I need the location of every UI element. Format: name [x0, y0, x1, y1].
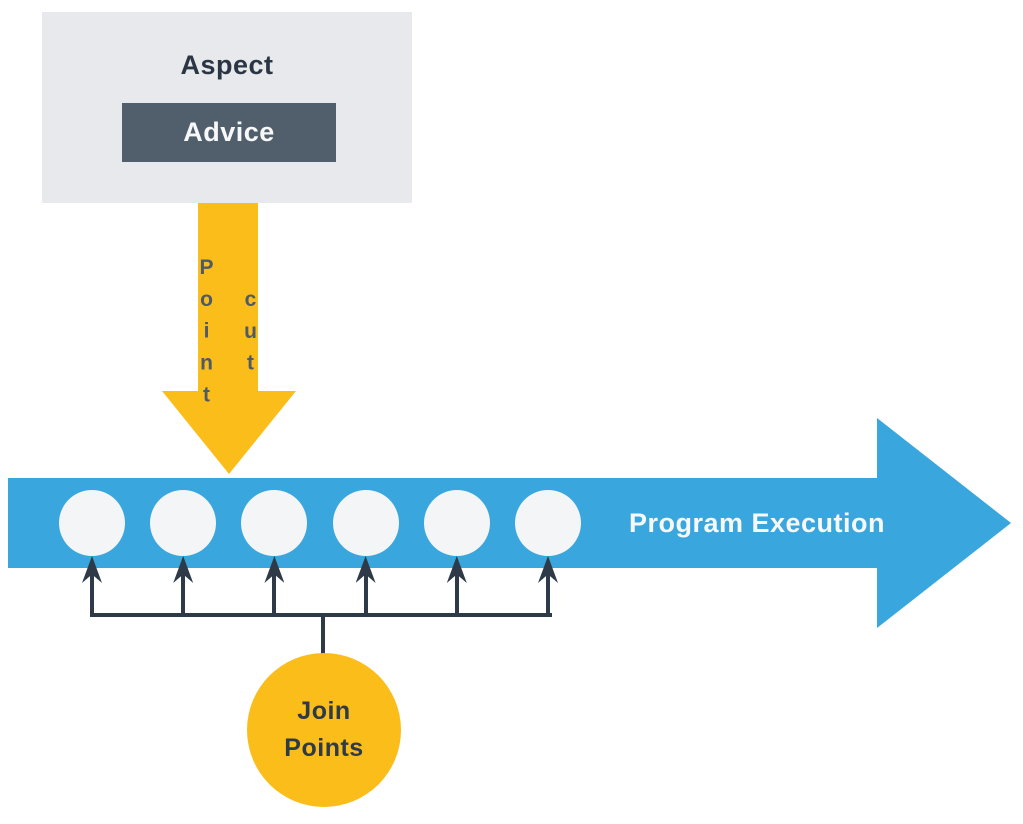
join-point-circle: [515, 490, 581, 556]
connector-line: [90, 572, 94, 617]
pointcut-label: Point cut: [195, 256, 262, 416]
aspect-box: Aspect Advice: [42, 12, 412, 203]
join-points-label: Join Points: [284, 697, 364, 762]
connector-line: [454, 572, 459, 617]
join-point-circle: [423, 490, 490, 556]
join-point-circle: [150, 490, 217, 556]
program-execution-label: Program Execution: [628, 507, 886, 538]
advice-box: Advice: [122, 103, 336, 162]
join-point-circle: [59, 490, 125, 556]
connector-line: [181, 572, 186, 617]
connector-line: [363, 572, 368, 617]
connector-line: [546, 572, 550, 617]
join-points-circle: Join Points: [247, 653, 401, 807]
join-point-circle: [332, 490, 399, 556]
connector-line: [272, 572, 277, 617]
advice-label: Advice: [183, 117, 275, 147]
pointcut-down-arrow-shaft: [198, 203, 258, 391]
connector-stub-line: [321, 613, 325, 657]
join-point-circle: [241, 490, 308, 556]
aspect-label: Aspect: [180, 50, 274, 80]
